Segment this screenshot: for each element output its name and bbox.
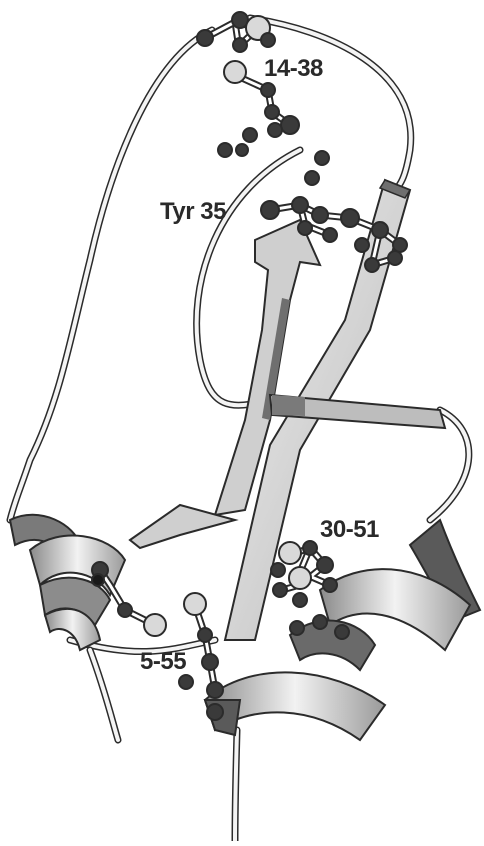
side-chain-bottom <box>92 562 223 720</box>
side-chain-top <box>197 12 329 185</box>
disulfide-label-top: 14-38 <box>264 55 323 83</box>
disulfide-label-bottom: 5-55 <box>140 648 186 676</box>
disulfide-label-mid: 30-51 <box>320 516 379 544</box>
tyrosine-label: Tyr 35 <box>160 198 226 226</box>
